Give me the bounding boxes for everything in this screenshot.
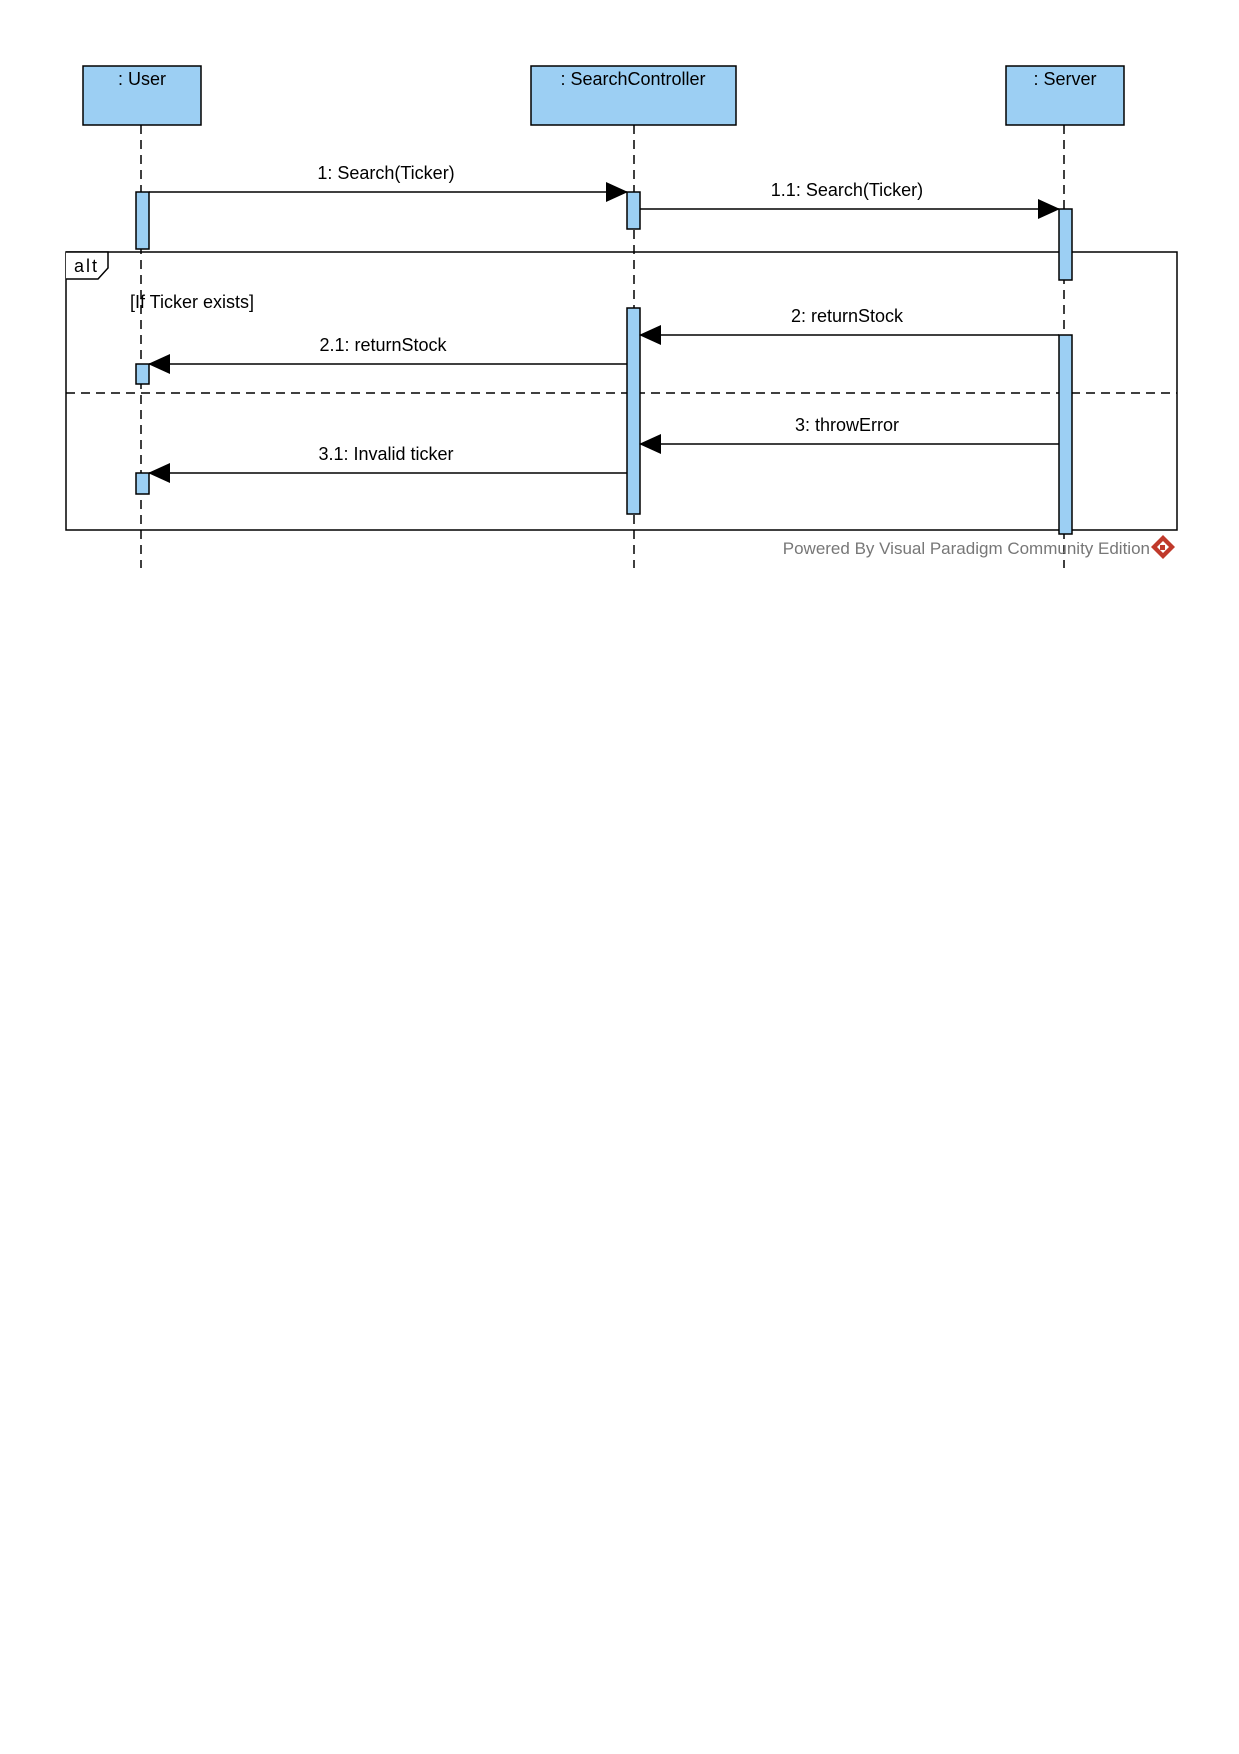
message-3-throw-error[interactable]: 3: throwError (639, 415, 1059, 454)
message-3-label: 3: throwError (795, 415, 899, 435)
participant-search-controller-label: : SearchController (560, 69, 705, 89)
message-2-label: 2: returnStock (791, 306, 904, 326)
activation-controller-2 (626, 307, 641, 515)
alt-operator-tab (66, 251, 109, 280)
participant-server[interactable]: : Server (1005, 65, 1125, 126)
message-1-1-search[interactable]: 1.1: Search(Ticker) (640, 180, 1060, 219)
message-3-1-label: 3.1: Invalid ticker (318, 444, 453, 464)
message-1-1-label: 1.1: Search(Ticker) (771, 180, 923, 200)
participant-user[interactable]: : User (82, 65, 202, 126)
watermark-text: Powered By Visual Paradigm Community Edi… (783, 539, 1150, 558)
message-3-1-invalid-ticker[interactable]: 3.1: Invalid ticker (148, 444, 627, 483)
message-1-label: 1: Search(Ticker) (317, 163, 454, 183)
participant-server-label: : Server (1033, 69, 1096, 89)
alt-fragment: alt [If Ticker exists] (65, 251, 1178, 531)
message-2-return-stock[interactable]: 2: returnStock (639, 306, 1059, 345)
activation-server-1 (1058, 208, 1073, 281)
message-2-1-label: 2.1: returnStock (319, 335, 447, 355)
visual-paradigm-logo-icon (1151, 535, 1175, 559)
participant-user-label: : User (118, 69, 166, 89)
activation-user-3 (135, 472, 150, 495)
message-1-search[interactable]: 1: Search(Ticker) (149, 163, 628, 202)
activation-user-1 (135, 191, 150, 250)
alt-guard-label: [If Ticker exists] (130, 292, 254, 312)
activation-server-2 (1058, 334, 1073, 535)
activation-controller-1 (626, 191, 641, 230)
participant-search-controller[interactable]: : SearchController (530, 65, 737, 126)
alt-operator-label: alt (74, 256, 99, 276)
message-2-1-return-stock[interactable]: 2.1: returnStock (148, 335, 627, 374)
activation-user-2 (135, 363, 150, 385)
watermark: Powered By Visual Paradigm Community Edi… (783, 535, 1175, 559)
